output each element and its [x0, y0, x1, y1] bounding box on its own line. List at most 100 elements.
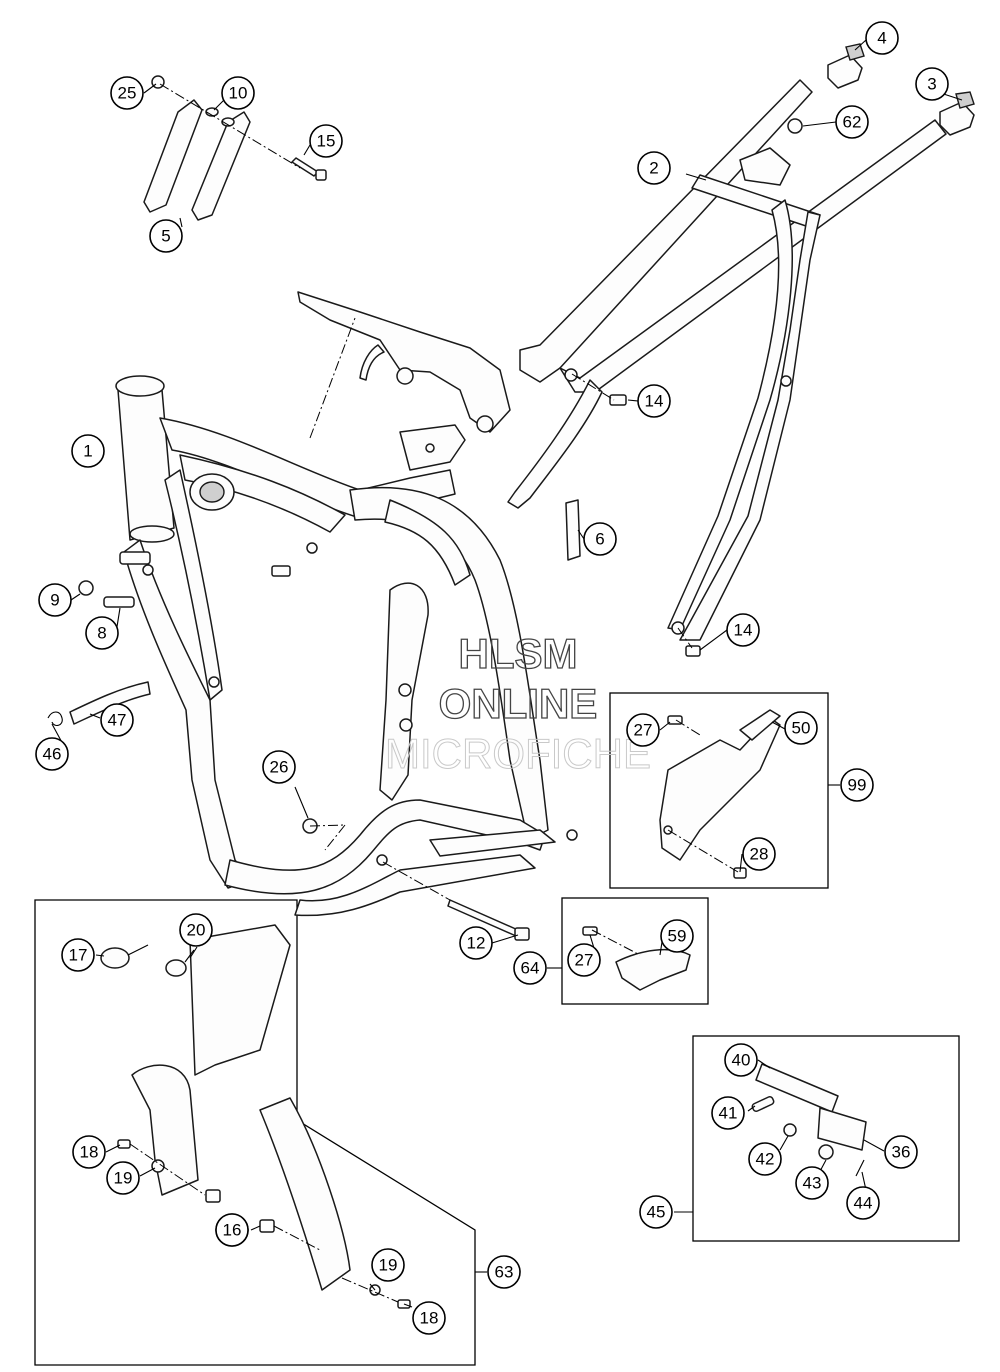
nut-9 — [78, 580, 94, 596]
frame-guard — [131, 924, 291, 1196]
watermark-line-1: HLSM — [459, 630, 578, 677]
pin-41 — [751, 1095, 775, 1113]
washer-19a — [151, 1159, 165, 1173]
watermark: HLSM ONLINE MICROFICHE — [385, 629, 652, 777]
svg-text:44: 44 — [854, 1194, 873, 1213]
svg-text:25: 25 — [118, 84, 137, 103]
svg-text:47: 47 — [108, 711, 127, 730]
svg-text:6: 6 — [595, 530, 604, 549]
svg-text:43: 43 — [803, 1174, 822, 1193]
bracket-assembly — [659, 709, 781, 879]
callout-14-upper: 14 — [637, 384, 671, 418]
svg-text:50: 50 — [792, 719, 811, 738]
svg-text:64: 64 — [521, 959, 540, 978]
callout-99: 99 — [840, 768, 874, 802]
callout-18-b: 18 — [412, 1301, 446, 1335]
svg-text:26: 26 — [270, 758, 289, 777]
bolt-15 — [291, 157, 327, 181]
group-box-64 — [547, 897, 709, 1005]
callout-14-lower: 14 — [726, 613, 760, 647]
callout-45: 45 — [639, 1195, 673, 1229]
svg-text:18: 18 — [80, 1143, 99, 1162]
clip-46 — [47, 711, 63, 727]
assembly-lines — [129, 83, 739, 1303]
svg-text:1: 1 — [83, 442, 92, 461]
hose-47 — [69, 681, 151, 725]
svg-text:62: 62 — [843, 113, 862, 132]
washer-10 — [205, 107, 235, 127]
callout-16-b: 16 — [215, 1213, 249, 1247]
bolt-14-upper — [609, 394, 627, 406]
strut-5 — [143, 99, 251, 221]
callout-42: 42 — [748, 1142, 782, 1176]
group-box-99 — [609, 692, 840, 889]
callout-8: 8 — [85, 616, 119, 650]
svg-text:14: 14 — [645, 392, 664, 411]
callout-26: 26 — [262, 750, 296, 784]
callout-46: 46 — [35, 737, 69, 771]
subframe — [507, 79, 947, 641]
callout-9: 9 — [38, 583, 72, 617]
bolt-8 — [103, 596, 135, 608]
svg-text:5: 5 — [161, 227, 170, 246]
callout-47: 47 — [100, 703, 134, 737]
callout-28: 28 — [742, 837, 776, 871]
svg-text:99: 99 — [848, 776, 867, 795]
svg-text:27: 27 — [575, 951, 594, 970]
callout-43: 43 — [795, 1166, 829, 1200]
svg-text:3: 3 — [927, 75, 936, 94]
callout-18-a: 18 — [72, 1135, 106, 1169]
callout-27-b: 27 — [567, 943, 601, 977]
svg-text:16: 16 — [223, 1221, 242, 1240]
svg-text:19: 19 — [379, 1256, 398, 1275]
svg-text:46: 46 — [43, 745, 62, 764]
svg-text:36: 36 — [892, 1143, 911, 1162]
frame-guard-lower — [259, 1097, 351, 1291]
callout-40: 40 — [724, 1043, 758, 1077]
svg-text:20: 20 — [187, 921, 206, 940]
svg-text:10: 10 — [229, 84, 248, 103]
callout-4: 4 — [865, 21, 899, 55]
subframe-plug-3 — [939, 91, 975, 136]
frame-head-bracket — [297, 291, 511, 433]
svg-text:59: 59 — [668, 927, 687, 946]
svg-text:28: 28 — [750, 845, 769, 864]
subframe-plug-4 — [827, 43, 865, 89]
callout-15: 15 — [309, 124, 343, 158]
bolt-12 — [447, 899, 530, 941]
svg-text:18: 18 — [420, 1309, 439, 1328]
callout-2: 2 — [637, 151, 671, 185]
svg-text:42: 42 — [756, 1150, 775, 1169]
bolt-14-lower — [685, 645, 701, 657]
group-box-63 — [34, 899, 487, 1366]
watermark-line-2: ONLINE — [439, 680, 598, 727]
callout-17: 17 — [61, 938, 95, 972]
callout-64: 64 — [513, 951, 547, 985]
svg-text:27: 27 — [634, 721, 653, 740]
plate-6 — [565, 499, 581, 561]
callout-27-a: 27 — [626, 713, 660, 747]
callout-25: 25 — [110, 76, 144, 110]
callout-10: 10 — [221, 76, 255, 110]
callout-3: 3 — [915, 67, 949, 101]
callout-62: 62 — [835, 105, 869, 139]
svg-text:19: 19 — [114, 1169, 133, 1188]
callout-19-a: 19 — [106, 1161, 140, 1195]
cable-tie-17 — [100, 944, 149, 969]
callout-63: 63 — [487, 1255, 521, 1289]
callout-1: 1 — [71, 434, 105, 468]
callout-6: 6 — [583, 522, 617, 556]
callout-12: 12 — [459, 926, 493, 960]
svg-text:2: 2 — [649, 159, 658, 178]
spring-42 — [783, 1123, 797, 1137]
callouts: 1 2 3 4 5 6 8 9 10 12 14 14 15 16 16 17 … — [35, 21, 949, 1335]
svg-text:15: 15 — [317, 132, 336, 151]
footpeg-36 — [817, 1107, 867, 1151]
callout-44: 44 — [846, 1186, 880, 1220]
main-frame — [115, 375, 578, 917]
svg-text:8: 8 — [97, 624, 106, 643]
callout-20: 20 — [179, 913, 213, 947]
watermark-line-3: MICROFICHE — [385, 730, 651, 777]
callout-5: 5 — [149, 219, 183, 253]
